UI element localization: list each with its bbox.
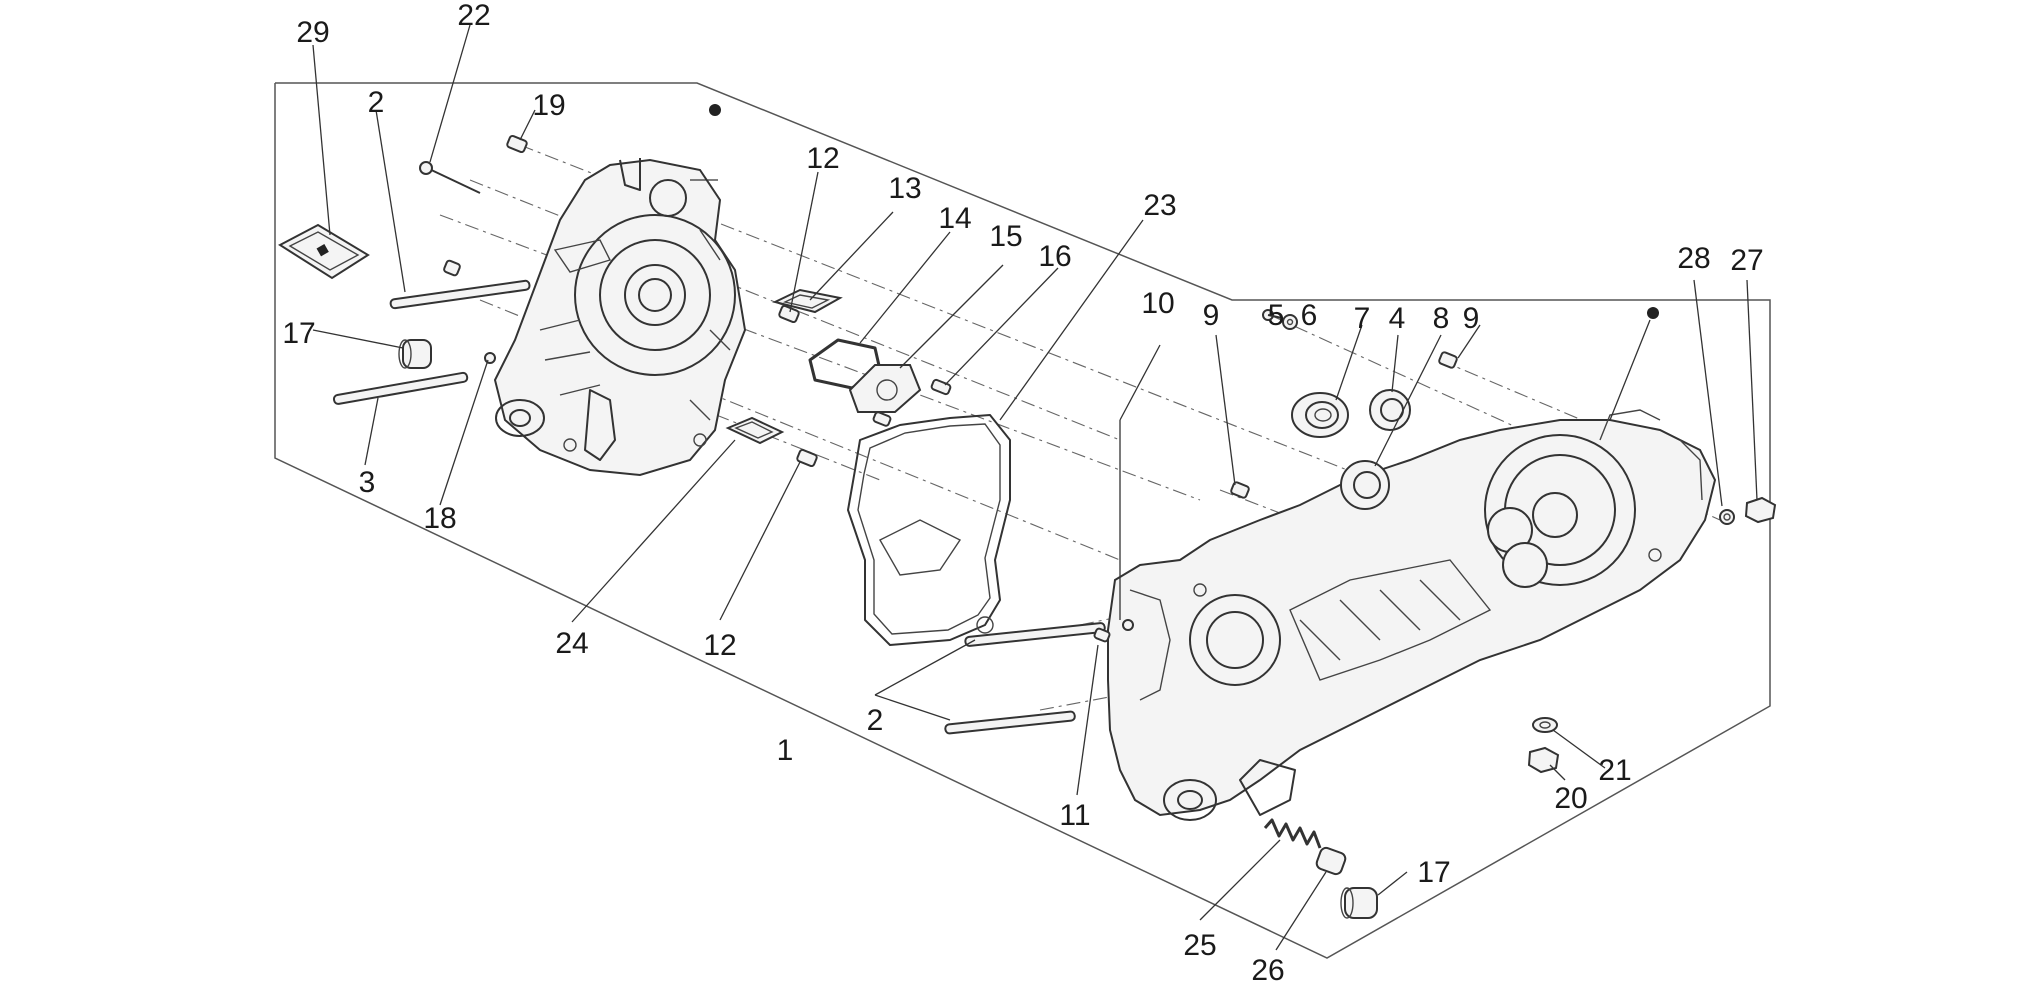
- label-28: 28: [1677, 242, 1710, 275]
- label-2-upper-left: 2: [368, 86, 385, 119]
- label-25: 25: [1183, 929, 1216, 962]
- label-13: 13: [888, 172, 921, 205]
- label-27: 27: [1730, 244, 1763, 277]
- label-12-lower: 12: [703, 629, 736, 662]
- part-25-spring: [1263, 818, 1322, 849]
- part-18-pin: [484, 352, 496, 364]
- leader-lines: [312, 24, 1758, 951]
- part-2-stud-left: [389, 259, 531, 310]
- part-6-washer: [1282, 314, 1298, 330]
- label-18: 18: [423, 502, 456, 535]
- label-3: 3: [359, 466, 376, 499]
- part-22-long-bolt: [419, 161, 481, 194]
- part-29-plate: [278, 223, 370, 280]
- part-28-washer: [1719, 509, 1735, 525]
- label-21: 21: [1598, 754, 1631, 787]
- label-6: 6: [1301, 299, 1318, 332]
- label-24: 24: [555, 627, 588, 660]
- part-13-gasket: [772, 288, 843, 314]
- part-17-bush-right: [1340, 887, 1378, 919]
- label-12-upper: 12: [806, 142, 839, 175]
- label-17-left: 17: [282, 317, 315, 350]
- part-23-gasket: [847, 414, 1011, 646]
- label-23: 23: [1143, 189, 1176, 222]
- reference-dot-left: [709, 104, 721, 116]
- part-24-plate: [725, 416, 785, 445]
- label-11: 11: [1059, 799, 1090, 832]
- label-22: 22: [457, 0, 490, 32]
- label-14: 14: [938, 202, 971, 235]
- part-2-stud-right: [944, 622, 1106, 735]
- label-16: 16: [1038, 240, 1071, 273]
- part-11-screw: [1093, 619, 1134, 643]
- label-15: 15: [989, 220, 1022, 253]
- label-1: 1: [777, 734, 794, 767]
- reference-dot-right: [1647, 307, 1659, 319]
- callout-labels: 29 22 2 19 12 13 14 15 16 23 17 3 18 24 …: [282, 0, 1763, 984]
- label-7: 7: [1354, 302, 1371, 335]
- label-26: 26: [1251, 954, 1284, 984]
- part-27-plug: [1744, 496, 1777, 524]
- label-20: 20: [1554, 782, 1587, 815]
- label-29: 29: [296, 16, 329, 49]
- left-crankcase-half: [493, 158, 747, 477]
- part-8-bearing: [1340, 460, 1390, 510]
- label-19: 19: [532, 89, 565, 122]
- label-8: 8: [1433, 302, 1450, 335]
- part-3-stud: [332, 371, 469, 405]
- label-5: 5: [1268, 299, 1285, 332]
- label-2-lower: 2: [867, 704, 884, 737]
- part-5-screw: [1262, 309, 1283, 321]
- part-16-screw: [872, 378, 952, 427]
- label-9-left: 9: [1203, 299, 1220, 332]
- label-17-right: 17: [1417, 856, 1450, 889]
- part-21-washer: [1532, 717, 1558, 733]
- label-9-right: 9: [1463, 302, 1480, 335]
- part-9-dowel-lower: [1230, 481, 1250, 499]
- part-17-bush-left: [398, 339, 432, 369]
- label-4: 4: [1389, 302, 1406, 335]
- part-12-dowel-lower: [796, 448, 818, 468]
- part-15-cover: [848, 364, 922, 413]
- part-26-plunger: [1315, 846, 1347, 876]
- part-4-bearing: [1369, 389, 1411, 431]
- part-9-dowel-upper: [1438, 351, 1458, 369]
- part-7-bearing: [1291, 392, 1349, 438]
- label-10: 10: [1141, 287, 1174, 320]
- right-crankcase-half: [1107, 409, 1717, 821]
- part-19-dowel: [506, 134, 528, 154]
